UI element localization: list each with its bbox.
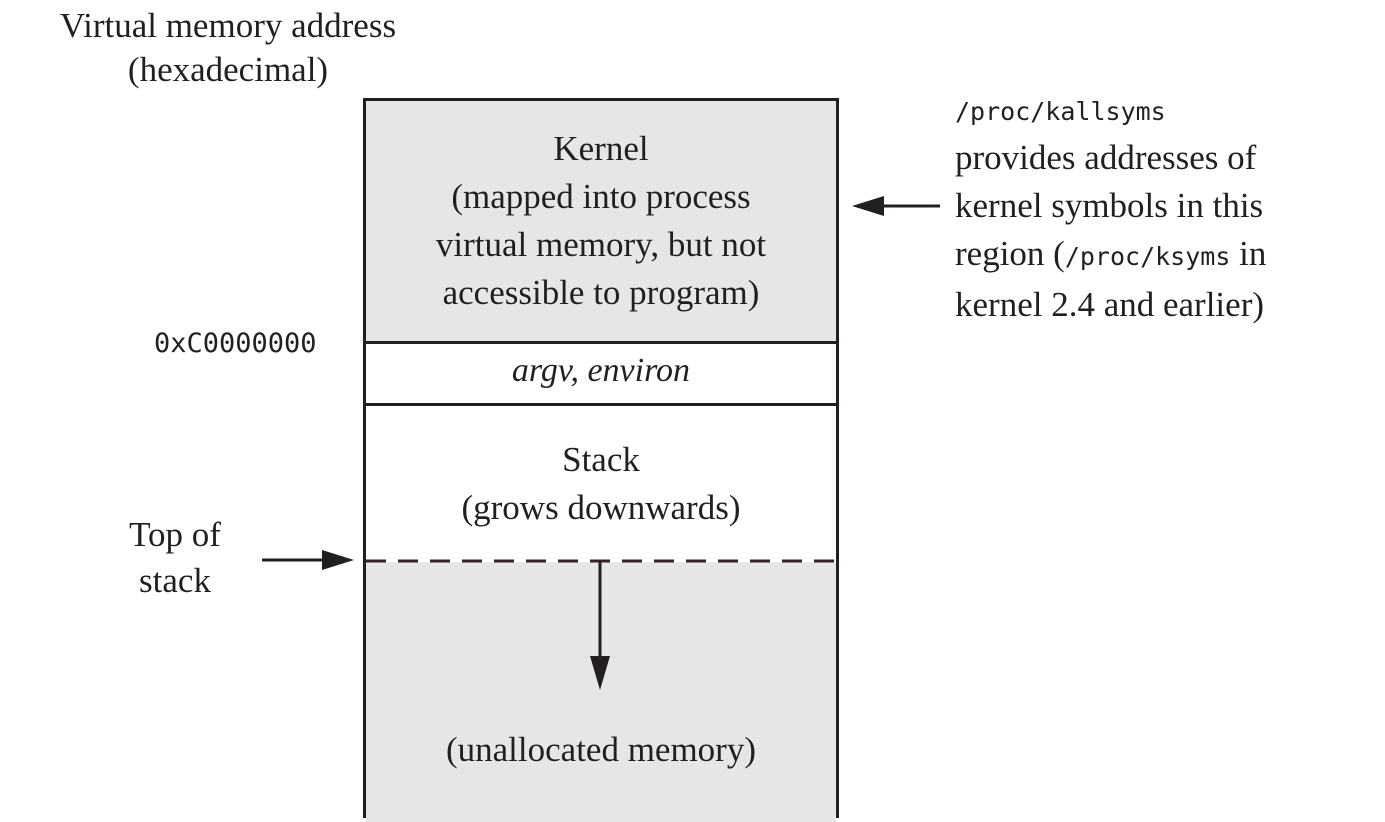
annotation-line3: kernel symbols in this (955, 186, 1264, 225)
axis-heading-line2: (hexadecimal) (127, 50, 329, 89)
annotation-line5: kernel 2.4 and earlier) (955, 285, 1265, 324)
axis-heading-line1: Virtual memory address (59, 6, 397, 45)
kallsyms-path: /proc/kallsyms (955, 97, 1166, 126)
argv-environ-label: argv, environ (511, 351, 691, 389)
annotation-line4-pre: region ( (955, 234, 1065, 273)
unallocated-label: (unallocated memory) (445, 730, 756, 769)
ksyms-path: /proc/ksyms (1064, 242, 1231, 271)
annotation-line4-post: in (1230, 234, 1267, 273)
kernel-desc-line2: virtual memory, but not (435, 225, 767, 264)
annotation-line4: region (/proc/ksyms in (955, 230, 1375, 281)
kernel-title: Kernel (553, 129, 649, 168)
unallocated-segment: (unallocated memory) (366, 562, 836, 822)
argv-environ-segment: argv, environ (366, 344, 836, 406)
address-label: 0xC0000000 (154, 328, 317, 359)
top-of-stack-label: Top of stack (100, 512, 250, 604)
memory-layout-column: Kernel (mapped into process virtual memo… (363, 98, 839, 822)
stack-title: Stack (562, 440, 640, 479)
stack-segment: Stack (grows downwards) (366, 406, 836, 562)
axis-heading: Virtual memory address (hexadecimal) (8, 4, 448, 92)
kernel-desc-line1: (mapped into process (451, 177, 751, 216)
top-of-stack-line1: Top of (129, 515, 221, 554)
kernel-pointer-arrow (852, 196, 940, 216)
kernel-segment: Kernel (mapped into process virtual memo… (366, 101, 836, 344)
kernel-desc-line3: accessible to program) (442, 273, 760, 312)
kallsyms-annotation: /proc/kallsyms provides addresses of ker… (955, 92, 1375, 329)
stack-desc: (grows downwards) (461, 488, 741, 527)
top-of-stack-line2: stack (139, 561, 211, 600)
annotation-line2: provides addresses of (955, 138, 1257, 177)
top-of-stack-arrow (262, 550, 354, 570)
